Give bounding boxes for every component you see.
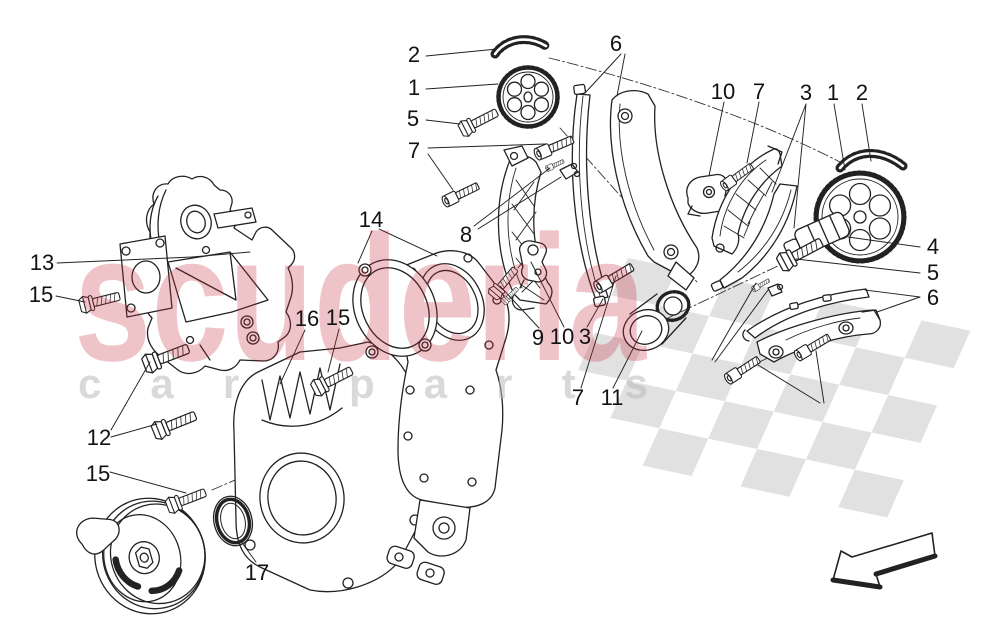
part-callout-5[interactable]: 5	[926, 260, 940, 285]
part-callout-6[interactable]: 6	[609, 31, 623, 56]
part-callout-1[interactable]: 1	[826, 80, 840, 105]
part-callout-2[interactable]: 2	[855, 80, 869, 105]
part-chain-guide-upper-rail	[742, 288, 870, 342]
part-oil-jet-top	[559, 162, 581, 180]
callout-leader-lines	[55, 48, 921, 563]
part-callout-8[interactable]: 8	[459, 222, 473, 247]
part-callout-5[interactable]: 5	[406, 106, 420, 131]
back-arrow-icon[interactable]	[830, 532, 938, 590]
part-callout-12[interactable]: 12	[86, 425, 112, 450]
part-callout-10[interactable]: 10	[710, 79, 736, 104]
part-tensioner-pad-right	[711, 145, 783, 255]
part-callout-15[interactable]: 15	[325, 305, 351, 330]
part-lower-timing-cover	[233, 341, 431, 593]
part-callout-7[interactable]: 7	[571, 385, 585, 410]
part-callout-17[interactable]: 17	[244, 560, 270, 585]
part-chain-blade-right	[710, 183, 798, 292]
part-callout-3[interactable]: 3	[578, 324, 592, 349]
part-chain-tensioner-cylinder	[622, 290, 691, 352]
part-callout-16[interactable]: 16	[294, 306, 320, 331]
part-callout-7[interactable]: 7	[407, 138, 421, 163]
part-crankshaft-pulley	[76, 497, 206, 615]
part-camshaft-sprocket-top	[496, 65, 560, 129]
part-callout-15[interactable]: 15	[85, 461, 111, 486]
part-timing-chain-top	[490, 35, 551, 59]
part-callout-10[interactable]: 10	[549, 324, 575, 349]
watermark-brand: scuderia	[74, 199, 647, 398]
part-callout-4[interactable]: 4	[926, 234, 940, 259]
part-callout-3[interactable]: 3	[799, 80, 813, 105]
part-callout-6[interactable]: 6	[926, 285, 940, 310]
part-upper-timing-cover	[119, 175, 296, 375]
part-callout-9[interactable]: 9	[531, 325, 545, 350]
part-tensioner-bracket-right	[686, 173, 731, 217]
part-callout-14[interactable]: 14	[358, 207, 384, 232]
part-sensor-bracket-center	[518, 240, 548, 289]
part-oil-seal	[212, 495, 254, 547]
part-chain-guide-fixed	[609, 89, 700, 291]
part-callout-1[interactable]: 1	[407, 75, 421, 100]
part-callout-7[interactable]: 7	[752, 79, 766, 104]
part-cover-gasket	[352, 259, 438, 359]
part-callout-2[interactable]: 2	[407, 42, 421, 67]
checkered-flag-graphic	[578, 258, 971, 518]
part-callout-11[interactable]: 11	[600, 385, 624, 410]
part-timing-chain-right	[835, 149, 908, 173]
part-callout-15[interactable]: 15	[28, 282, 54, 307]
part-oil-jet-bottom	[767, 283, 784, 297]
part-callout-13[interactable]: 13	[29, 250, 55, 275]
